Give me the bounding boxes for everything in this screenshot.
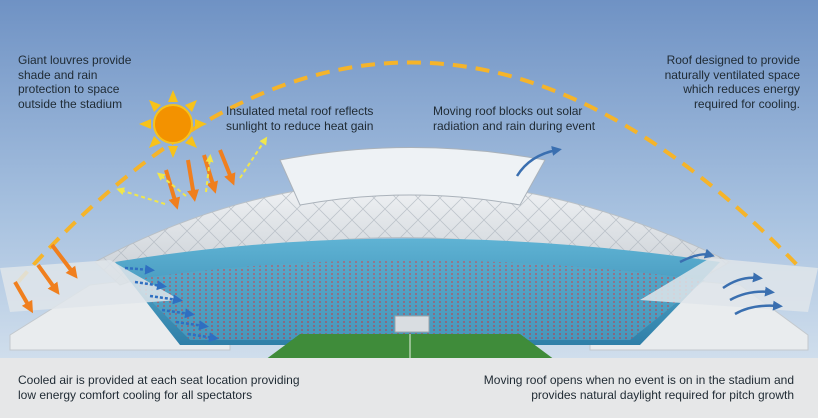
ventilation-arrow-icon [515, 145, 783, 316]
callout-insulated-roof: Insulated metal roof reflects sunlight t… [226, 104, 374, 133]
roof-truss [95, 181, 730, 285]
solar-heat-arrow-icon [13, 149, 236, 314]
callout-moving-roof-closed: Moving roof blocks out solar radiation a… [433, 104, 596, 133]
sun-path-arc [16, 60, 802, 284]
moving-roof-panel [279, 147, 546, 206]
tunnel-structure [394, 315, 430, 333]
sun-icon [139, 90, 207, 158]
bottom-caption-bar [0, 358, 818, 418]
callout-cooled-air: Cooled air is provided at each seat loca… [18, 373, 300, 402]
reflected-light-arrow-icon [116, 136, 268, 205]
callout-ventilated-roof: Roof designed to provide naturally venti… [664, 53, 800, 111]
cooled-air-arrow-icon [124, 264, 219, 343]
callout-moving-roof-open: Moving roof opens when no event is on in… [483, 373, 794, 402]
callout-louvres: Giant louvres provide shade and rain pro… [18, 53, 132, 111]
crowd-seats [130, 260, 705, 340]
